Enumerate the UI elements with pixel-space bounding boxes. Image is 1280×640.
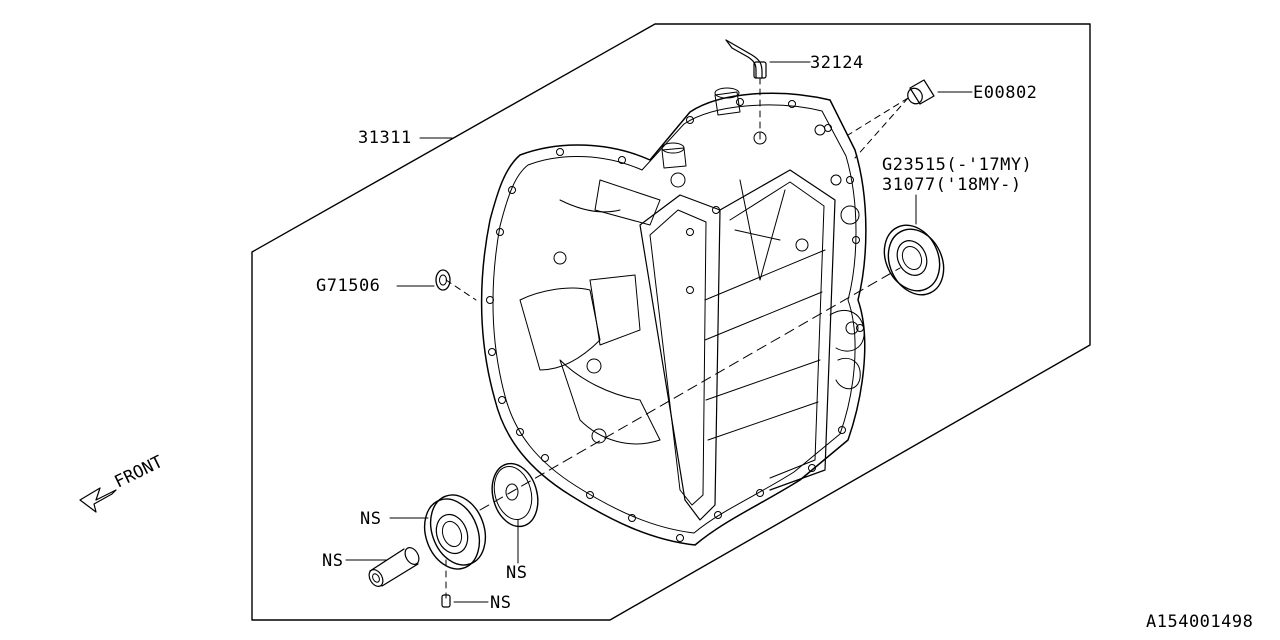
label-seal-part-number: G71506 <box>316 276 381 296</box>
axis-centerline-plug <box>847 97 909 136</box>
breather-tube-part <box>725 39 811 79</box>
label-bearing-ns: NS <box>360 509 382 529</box>
front-arrow-icon <box>79 487 117 513</box>
axis-centerline-plug-b <box>854 97 909 159</box>
assembly-frame <box>251 23 1091 621</box>
label-housing-part-number: 31311 <box>358 128 412 148</box>
transmission-housing <box>480 87 867 546</box>
label-plug-part-number: E00802 <box>973 83 1038 103</box>
axis-centerline-seal <box>445 279 477 301</box>
label-breather-part-number: 32124 <box>810 53 864 73</box>
label-upper-bearing-part-number-a: G23515(-'17MY) <box>882 155 1033 175</box>
figure-id: A154001498 <box>1146 612 1254 632</box>
lower-bearing-part <box>389 494 487 570</box>
pin-part <box>345 547 420 587</box>
seal-ring-part <box>491 462 539 564</box>
dowel-part <box>441 594 489 608</box>
flange-bolt-holes <box>486 98 864 542</box>
oil-seal-part <box>396 269 451 291</box>
upper-bearing-part <box>883 194 945 296</box>
axis-centerline-main <box>479 267 901 511</box>
front-label: FRONT <box>111 452 166 492</box>
plug-part <box>907 79 973 105</box>
label-pin-ns: NS <box>322 551 344 571</box>
label-seal-ring-ns: NS <box>506 563 528 583</box>
label-dowel-ns: NS <box>490 593 512 613</box>
label-upper-bearing-part-number-b: 31077('18MY-) <box>882 175 1022 195</box>
